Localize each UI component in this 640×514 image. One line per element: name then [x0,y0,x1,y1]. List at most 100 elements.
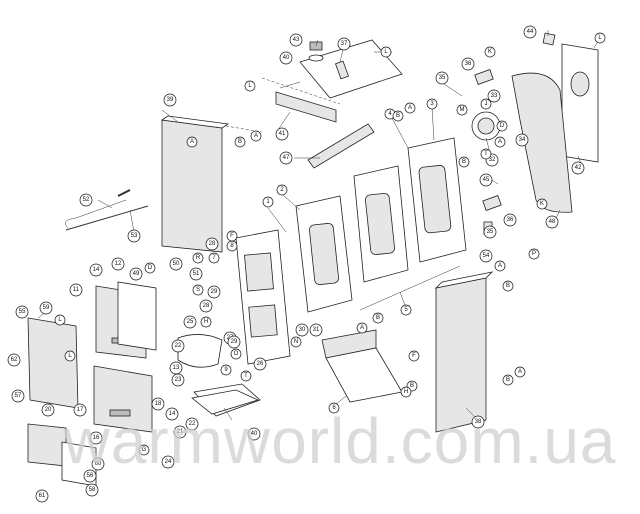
callout-circle [458,156,470,168]
callout-text: 29 [231,339,238,345]
callout-text: B [506,283,510,289]
callout-40b: 40 [247,427,261,441]
callout-text: R [196,255,201,261]
callout-22b: 22 [185,417,199,431]
callout-text: 47 [283,155,290,161]
callout-33: 33 [487,89,501,103]
callout-circle [528,248,540,260]
callout-60: 60 [91,457,105,471]
callout-h2: H [200,316,212,328]
callout-11: 11 [69,283,83,297]
callout-17: 17 [73,403,87,417]
callout-text: G [142,447,147,453]
callout-text: 20 [45,407,52,413]
callout-circle [503,213,517,227]
callout-35b: 35 [483,225,497,239]
callout-6: 6 [328,402,340,414]
callout-text: M [460,107,465,113]
callout-50: 50 [169,257,183,271]
callout-l1: L [380,46,392,58]
insulation-strip [307,123,375,169]
callout-text: H [404,389,408,395]
callout-circle [39,301,53,315]
callout-35: 35 [435,71,449,85]
callout-l5: L [64,350,76,362]
callout-circle [69,283,83,297]
callout-circle [151,397,165,411]
callout-circle [494,136,506,148]
callout-text: 39 [167,97,174,103]
callout-circle [89,263,103,277]
callout-g1: G [138,444,150,456]
callout-circle [295,323,309,337]
callout-28: 28 [205,237,219,251]
callout-8: 8 [226,240,238,252]
callout-9: 9 [220,364,232,376]
callout-text: 40 [283,55,290,61]
callout-text: 51 [193,271,200,277]
callout-45: 45 [479,173,493,187]
callout-circle [289,33,303,47]
top-bracket [261,77,341,123]
callout-20: 20 [41,403,55,417]
callout-47: 47 [279,151,293,165]
callout-circle [186,136,198,148]
callout-14: 14 [89,263,103,277]
callout-54: 54 [479,249,493,263]
callout-circle [205,237,219,251]
callout-text: L [598,35,602,41]
callout-56: 56 [83,469,97,483]
callout-text: 18 [155,401,162,407]
callout-f1: F [408,350,420,362]
callout-text: 34 [519,137,526,143]
callout-circle [502,280,514,292]
callout-55: 55 [15,305,29,319]
callout-m1: M [456,104,468,116]
callout-48: 48 [545,215,559,229]
callout-text: 56 [87,473,94,479]
callout-circle [290,336,302,348]
callout-a5: A [494,260,506,272]
callout-circle [487,89,501,103]
callout-text: 38 [475,419,482,425]
callout-circle [392,110,404,122]
callout-circle [502,374,514,386]
callout-circle [127,229,141,243]
callout-text: 3 [430,101,434,107]
callout-labels: 1234567891112131414161718202122222324252… [7,25,606,503]
left-side-panel [160,115,263,253]
callout-circle [426,98,438,110]
callout-text: K [540,201,544,207]
callout-text: 55 [19,309,26,315]
callout-text: B [462,159,466,165]
callout-21: 21 [173,425,187,439]
callout-circle [372,312,384,324]
callout-circle [276,184,288,196]
callout-circle [240,370,252,382]
callout-31: 31 [309,323,323,337]
callout-circle [400,304,412,316]
callout-text: A [254,133,258,139]
callout-text: B [410,383,414,389]
callout-text: D [148,265,153,271]
callout-text: A [190,139,194,145]
callout-t2: T [240,370,252,382]
callout-l2: L [594,32,606,44]
callout-text: K [488,49,492,55]
front-plate [235,229,291,365]
front-cover-upper [27,317,79,409]
callout-a7: A [494,136,506,148]
callout-circle [161,455,175,469]
callout-b4: B [502,280,514,292]
callout-circle [484,46,496,58]
flue-collar [471,111,501,141]
callout-61: 61 [35,489,49,503]
callout-t1: T [480,148,492,160]
callout-text: D [500,123,505,129]
callout-h1: H [400,386,412,398]
front-cover-lower [27,423,97,487]
callout-circle [111,257,125,271]
callout-text: 11 [73,287,80,293]
callout-circle [515,133,529,147]
callout-circle [253,357,267,371]
